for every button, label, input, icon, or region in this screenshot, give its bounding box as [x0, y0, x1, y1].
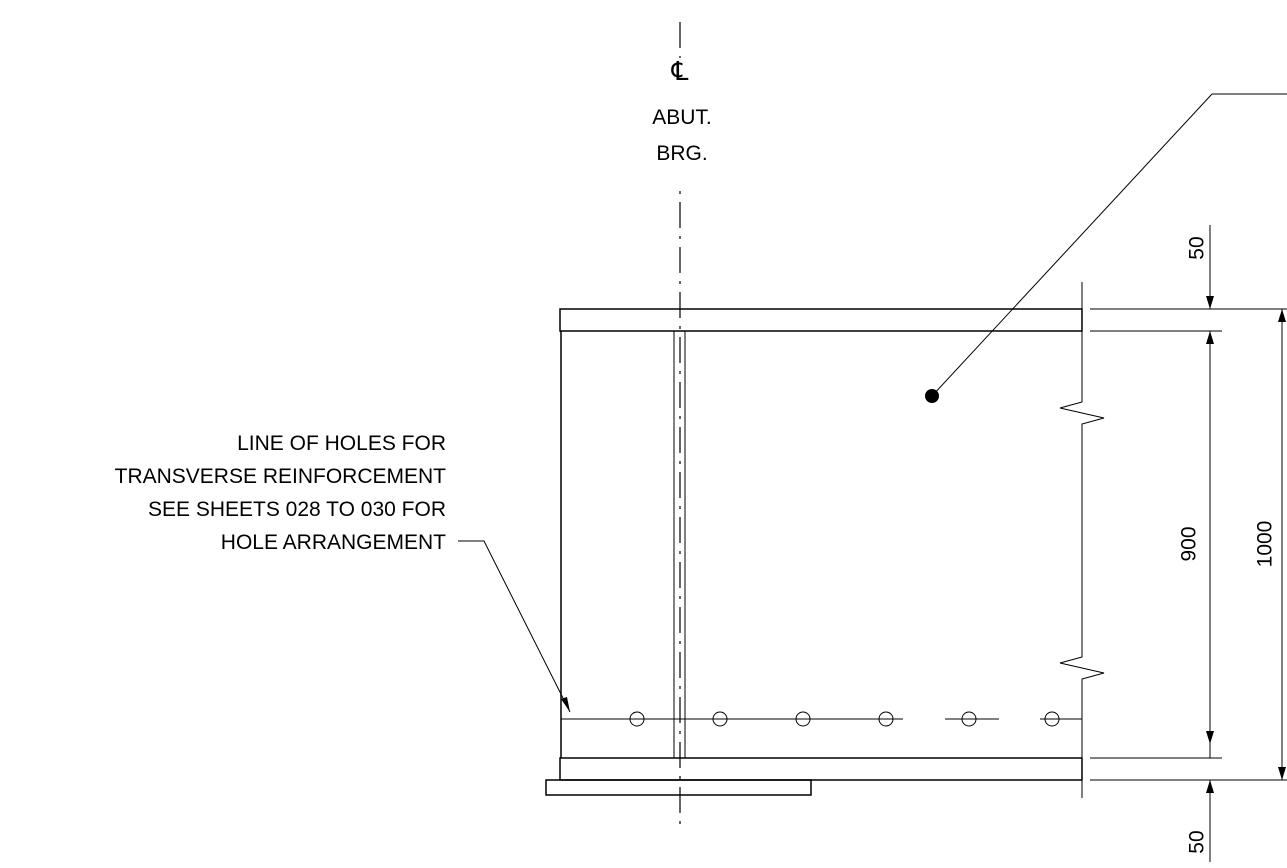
break-line: [1059, 282, 1105, 798]
bearing-plate: [545, 779, 812, 796]
dim-bottom-flange-text: 50: [1186, 830, 1209, 853]
web-leader: [925, 93, 1287, 403]
note-line-4: HOLE ARRANGEMENT: [221, 531, 446, 554]
hole: [629, 711, 645, 727]
note-line-3: SEE SHEETS 028 TO 030 FOR: [148, 498, 446, 521]
holes-note: LINE OF HOLES FOR TRANSVERSE REINFORCEME…: [115, 432, 571, 713]
dimension-bottom-flange: 50: [1186, 744, 1214, 862]
centerline-symbol: ℄: [671, 56, 689, 86]
dim-top-flange-text: 50: [1186, 236, 1209, 259]
hole: [961, 711, 977, 727]
line-of-holes: [561, 711, 1082, 727]
hole: [1044, 711, 1060, 727]
hole: [795, 711, 811, 727]
centerline-label-brg: BRG.: [656, 142, 707, 165]
note-leader: [458, 540, 571, 713]
bearing-stiffener: [673, 331, 686, 758]
bottom-flange: [559, 757, 1083, 781]
dim-overall-text: 1000: [1254, 521, 1277, 568]
dimension-overall: 1000: [1254, 309, 1286, 780]
top-flange: [559, 308, 1083, 332]
abutment-centerline: ℄ ABUT. BRG.: [650, 22, 712, 830]
centerline-label-abut: ABUT.: [652, 106, 712, 129]
note-line-1: LINE OF HOLES FOR: [237, 432, 446, 455]
hole: [878, 711, 894, 727]
note-line-2: TRANSVERSE REINFORCEMENT: [115, 465, 447, 488]
dim-web-text: 900: [1178, 526, 1201, 561]
dimension-top-flange: 50: [1186, 225, 1214, 345]
hole: [712, 711, 728, 727]
dimension-extension-lines: [1090, 308, 1287, 781]
dimension-web: 900: [1178, 345, 1214, 744]
